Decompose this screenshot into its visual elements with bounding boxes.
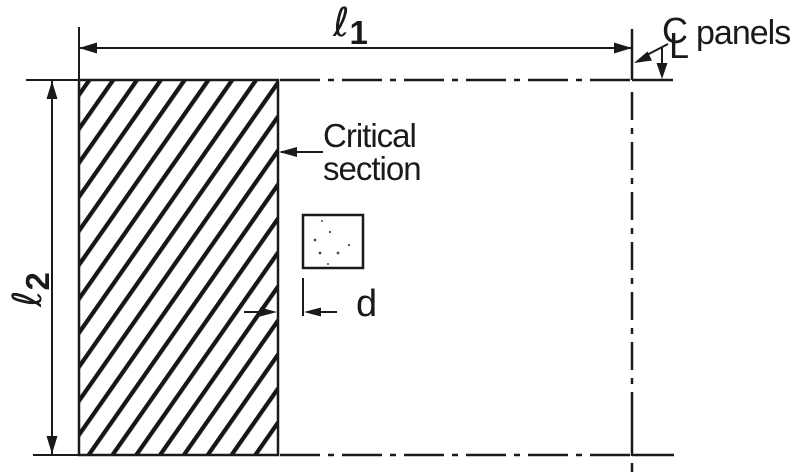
centerline-symbol: C L xyxy=(662,10,689,66)
d-label: d xyxy=(356,283,377,325)
l2-label: ℓ2 xyxy=(5,272,56,308)
panels-label: panels xyxy=(696,14,790,52)
l2-subscript: 2 xyxy=(19,272,56,290)
centerline-arrowhead-vertical xyxy=(656,63,668,79)
critical-section-label-line1: Critical xyxy=(323,117,416,154)
l2-arrowhead-bottom xyxy=(46,436,58,454)
d-arrowhead-right xyxy=(260,307,277,317)
critical-section-arrowhead xyxy=(279,147,297,157)
column-stipple-dots xyxy=(313,220,351,265)
shaded-panel-region xyxy=(77,78,280,457)
centerline-arrowhead-diagonal xyxy=(634,51,652,63)
l1-arrowhead-right xyxy=(614,42,632,54)
l1-arrowhead-left xyxy=(79,42,97,54)
l1-subscript: 1 xyxy=(350,14,368,51)
centerline-symbol-c: C xyxy=(662,10,688,51)
column-square xyxy=(301,213,365,270)
centerline-symbol-l: L xyxy=(669,25,689,66)
critical-section-label-line2: section xyxy=(323,150,421,187)
l2-arrowhead-top xyxy=(46,81,58,99)
d-arrowhead-left xyxy=(304,307,321,317)
l1-label: ℓ1 xyxy=(332,0,368,51)
